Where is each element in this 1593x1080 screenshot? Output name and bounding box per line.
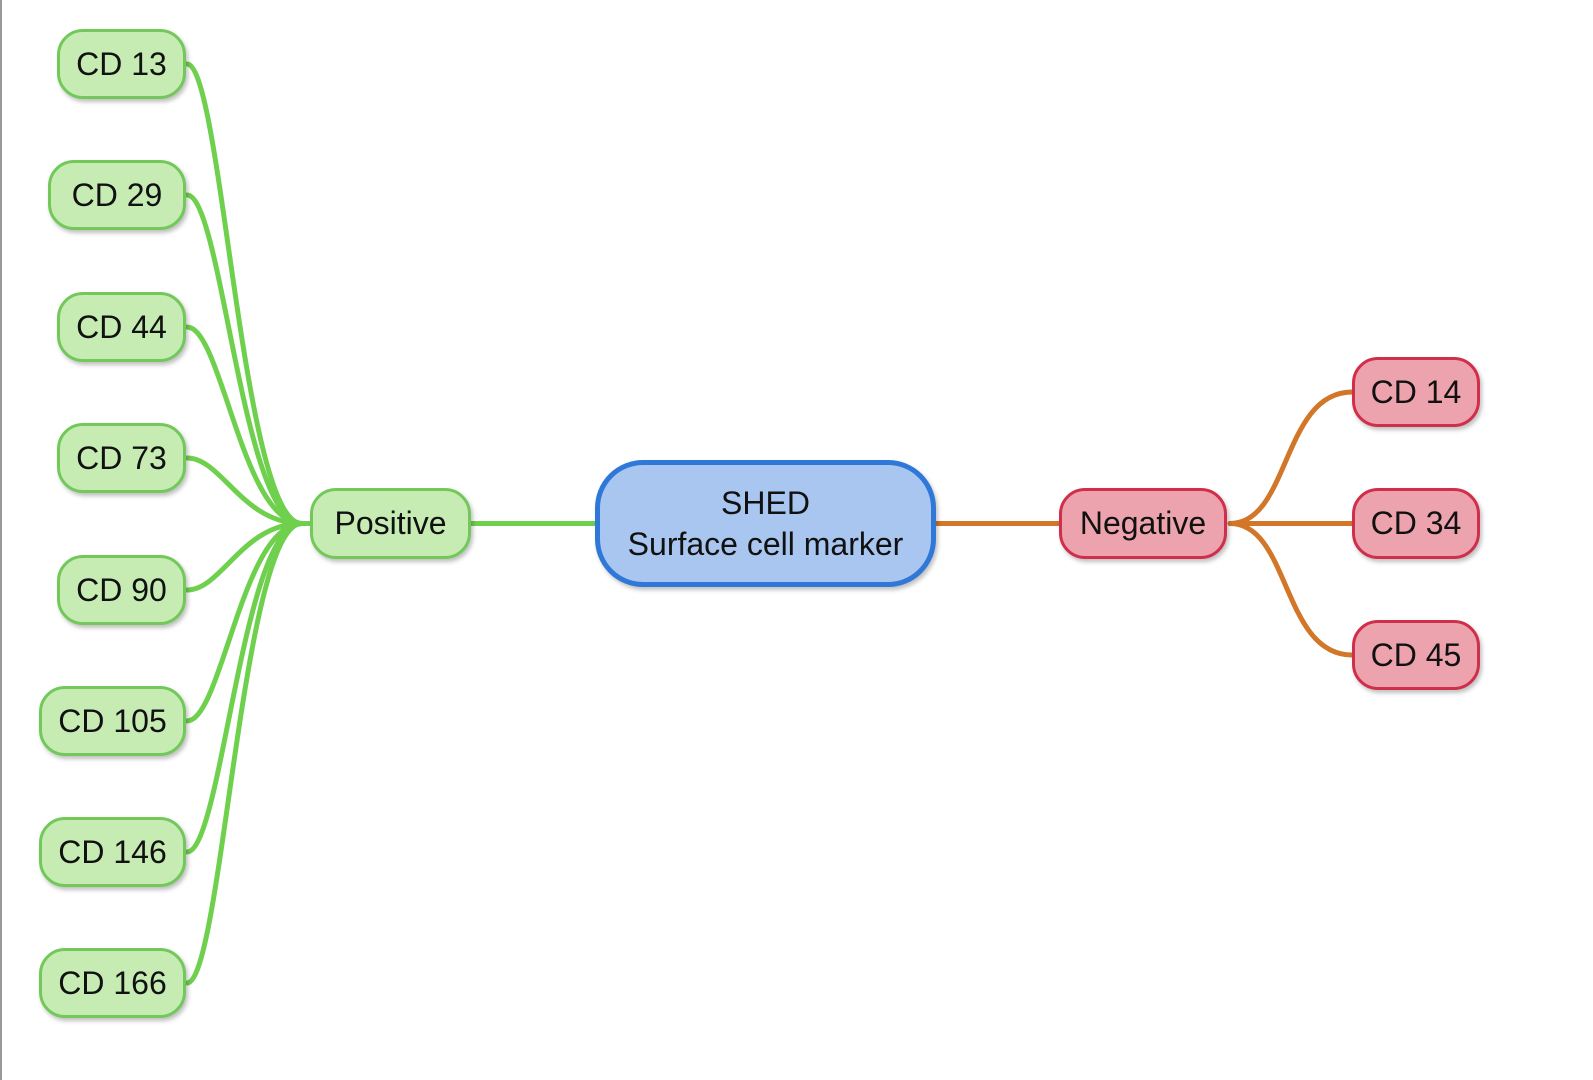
- node-label: CD 73: [76, 439, 167, 476]
- negative-edge: [1227, 521, 1355, 658]
- positive-marker-node[interactable]: CD 73: [57, 423, 186, 493]
- positive-marker-node[interactable]: CD 44: [57, 292, 186, 362]
- positive-marker-node[interactable]: CD 29: [48, 160, 186, 230]
- positive-edge: [184, 192, 305, 526]
- node-label: CD 45: [1370, 636, 1462, 673]
- positive-marker-node[interactable]: CD 166: [39, 948, 186, 1018]
- node-label: CD 29: [71, 176, 163, 213]
- node-label: CD 105: [58, 702, 167, 739]
- positive-marker-node[interactable]: CD 146: [39, 817, 186, 887]
- positive-edge: [184, 521, 305, 724]
- negative-marker-node[interactable]: CD 14: [1352, 357, 1480, 427]
- negative-marker-node[interactable]: CD 34: [1352, 488, 1480, 559]
- node-label: CD 13: [76, 45, 167, 82]
- node-label: CD 34: [1370, 505, 1462, 541]
- left-border: [0, 0, 2, 1080]
- positive-edge: [184, 521, 305, 986]
- positive-marker-node[interactable]: CD 105: [39, 686, 186, 756]
- negative-edge: [1227, 389, 1355, 526]
- positive-marker-node[interactable]: CD 13: [57, 29, 186, 99]
- node-label: CD 14: [1370, 373, 1462, 410]
- negative-marker-node[interactable]: CD 45: [1352, 620, 1480, 690]
- node-label: CD 146: [58, 833, 167, 870]
- positive-edge: [184, 521, 305, 855]
- negative-branch-node[interactable]: Negative: [1059, 488, 1227, 559]
- node-label: CD 90: [76, 571, 167, 608]
- positive-marker-node[interactable]: CD 90: [57, 555, 186, 625]
- positive-branch-node[interactable]: Positive: [310, 488, 471, 559]
- positive-edge: [184, 61, 305, 526]
- node-label: CD 44: [76, 308, 167, 345]
- root-node[interactable]: SHED Surface cell marker: [595, 460, 936, 587]
- node-label: Positive: [334, 505, 447, 541]
- node-label: CD 166: [58, 964, 167, 1001]
- root-title: SHED: [721, 484, 810, 521]
- positive-edge: [184, 521, 305, 593]
- positive-edge: [184, 455, 305, 526]
- node-label: Negative: [1079, 505, 1207, 541]
- root-subtitle: Surface cell marker: [627, 525, 904, 562]
- positive-edge: [184, 324, 305, 526]
